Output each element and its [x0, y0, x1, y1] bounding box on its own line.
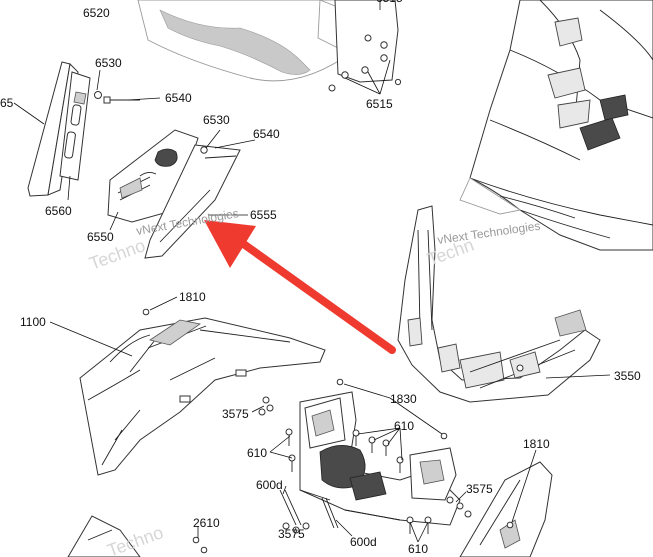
label-3575-left: 3575	[222, 407, 249, 421]
bracket-6515	[328, 0, 402, 95]
label-3575-right: 3575	[466, 482, 493, 496]
red-arrow-indicator	[204, 220, 396, 354]
label-6515-top: 6515	[376, 0, 403, 5]
side-panel-1100	[49, 296, 326, 476]
label-600d-bottom: 600d	[350, 535, 377, 549]
label-6565: 65	[0, 96, 14, 110]
label-1100: 1100	[20, 315, 46, 329]
label-6540-mid: 6540	[253, 127, 280, 141]
label-1810-left: 1810	[179, 290, 206, 304]
lower-panel-right	[459, 449, 553, 557]
label-6550: 6550	[87, 230, 114, 244]
label-600d-left: 600d	[256, 478, 283, 492]
mount-bracket-assembly	[251, 378, 472, 543]
label-2610: 2610	[193, 516, 220, 530]
screw-group-610	[285, 428, 432, 534]
label-610-bottom: 610	[408, 542, 428, 556]
label-6530-top: 6530	[95, 56, 122, 70]
label-610-left: 610	[247, 446, 267, 460]
side-panel-6555	[109, 129, 256, 259]
hood-assembly	[459, 0, 653, 251]
label-1830: 1830	[390, 392, 417, 406]
label-6540-top: 6540	[165, 91, 192, 105]
label-3550: 3550	[614, 369, 641, 383]
label-6560: 6560	[45, 204, 72, 218]
windshield-part	[137, 0, 361, 82]
label-6515: 6515	[366, 97, 393, 111]
label-6555: 6555	[250, 208, 277, 222]
label-6520: 6520	[83, 6, 110, 20]
part-labels: 6520 65 6530 6540 6560 6530 6540 6555 65…	[0, 0, 641, 556]
bracket-6560	[59, 69, 161, 201]
lower-panel-left	[67, 515, 208, 557]
label-3575-bottom: 3575	[278, 527, 305, 541]
front-bracket-3550	[397, 205, 611, 403]
label-6530-mid: 6530	[203, 113, 230, 127]
label-1810-right: 1810	[523, 437, 550, 451]
label-610-right: 610	[394, 419, 414, 433]
